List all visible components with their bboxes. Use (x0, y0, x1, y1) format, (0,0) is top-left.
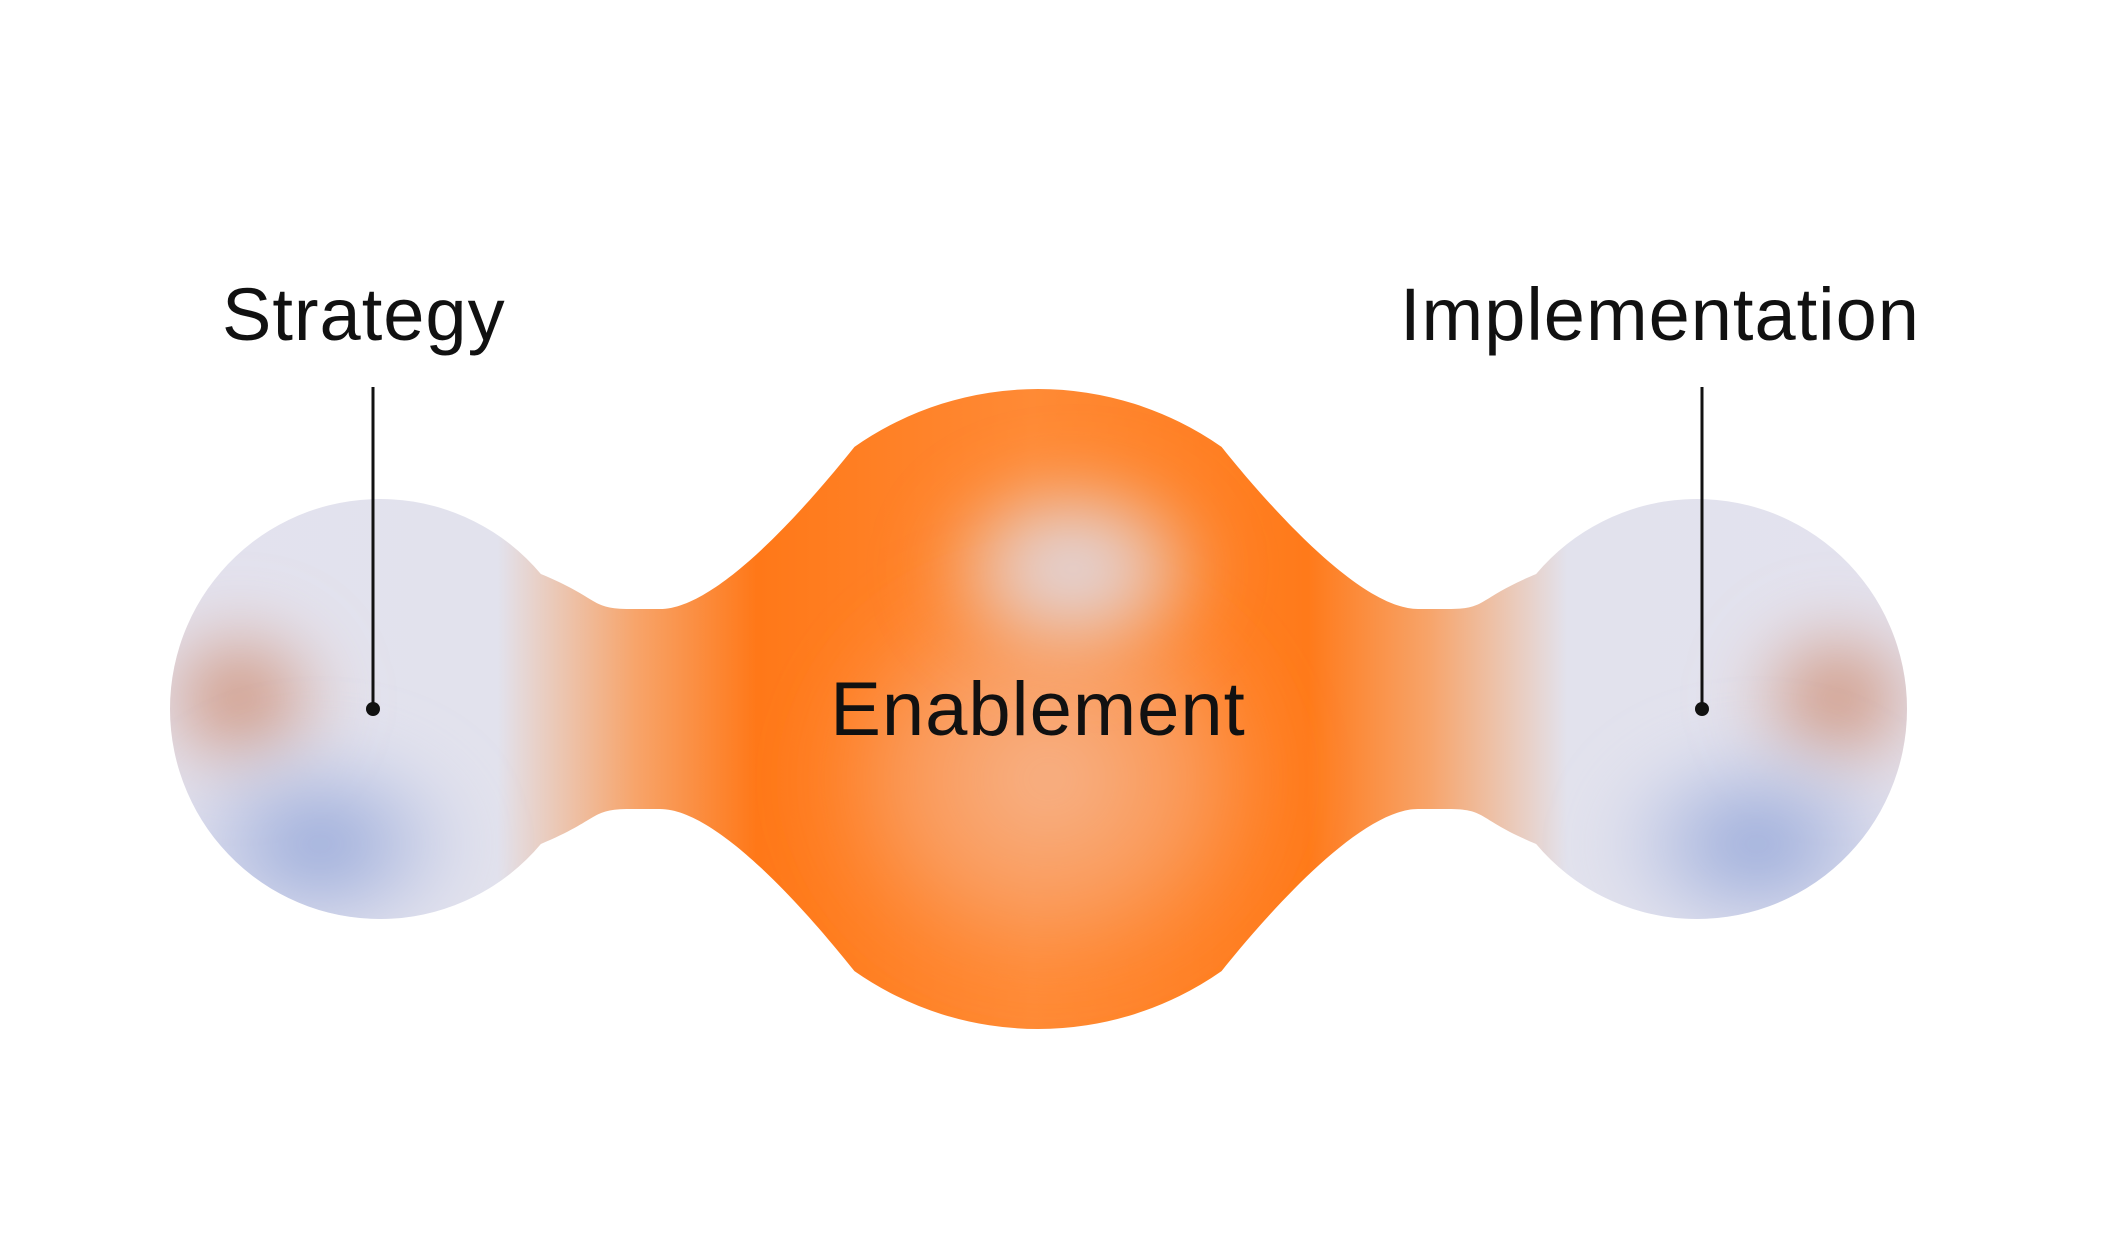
strategy-pointer (366, 387, 380, 716)
implementation-pointer (1695, 387, 1709, 716)
strategy-label: Strategy (222, 273, 506, 356)
implementation-dot (1695, 702, 1709, 716)
enablement-label: Enablement (830, 667, 1246, 752)
implementation-label: Implementation (1400, 273, 1920, 356)
strategy-dot (366, 702, 380, 716)
